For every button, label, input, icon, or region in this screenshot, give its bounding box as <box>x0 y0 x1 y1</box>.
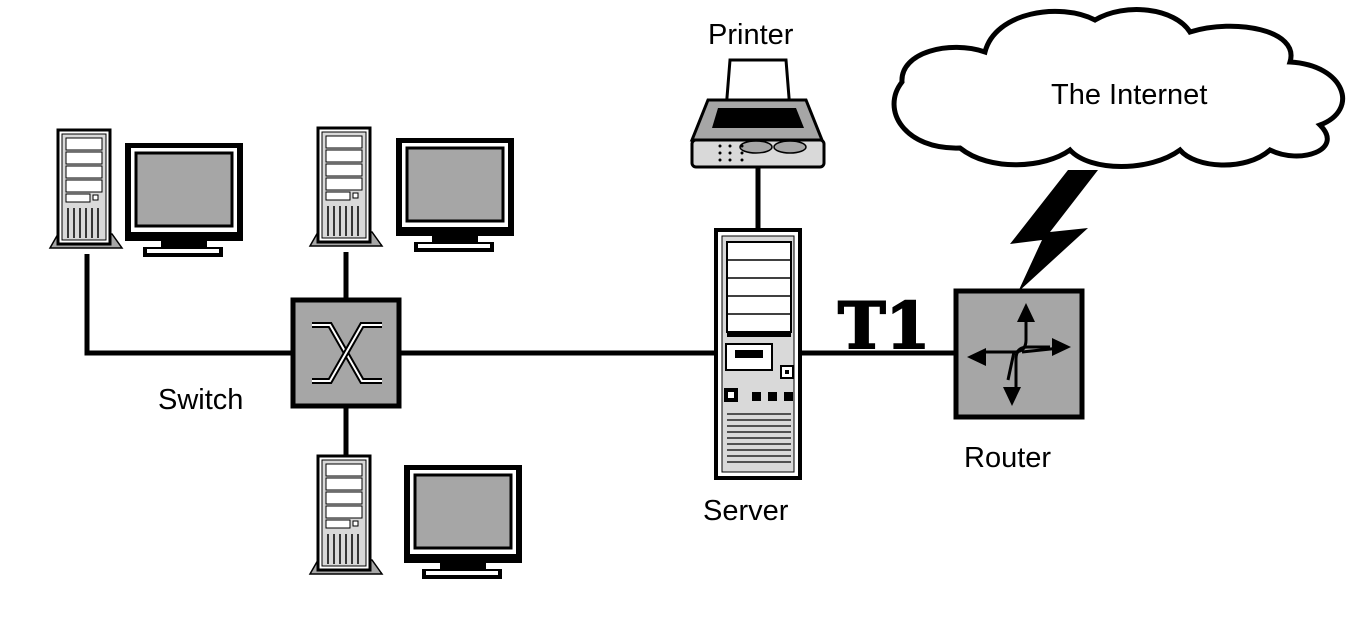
monitor-icon <box>123 141 245 259</box>
monitor-icon <box>402 463 524 581</box>
server-icon <box>714 228 802 480</box>
tower-icon <box>308 454 384 576</box>
lightning-icon <box>1010 170 1098 292</box>
workstation-2 <box>308 126 516 254</box>
t1-link-label: T1 <box>838 289 930 364</box>
tower-icon <box>48 128 124 250</box>
connections <box>84 166 957 456</box>
printer-icon <box>689 58 826 169</box>
monitor-icon <box>394 136 516 254</box>
switch-icon <box>290 297 402 409</box>
internet-label: The Internet <box>1051 79 1207 111</box>
server-label: Server <box>703 495 789 527</box>
workstation-1 <box>48 128 245 259</box>
workstation-3 <box>308 454 524 581</box>
router-icon <box>953 288 1085 420</box>
tower-icon <box>308 126 384 248</box>
switch-label: Switch <box>158 384 243 416</box>
printer-label: Printer <box>708 19 794 51</box>
router-label: Router <box>964 442 1051 474</box>
link-workstation1-switch <box>84 254 295 356</box>
cloud-icon <box>891 7 1346 169</box>
